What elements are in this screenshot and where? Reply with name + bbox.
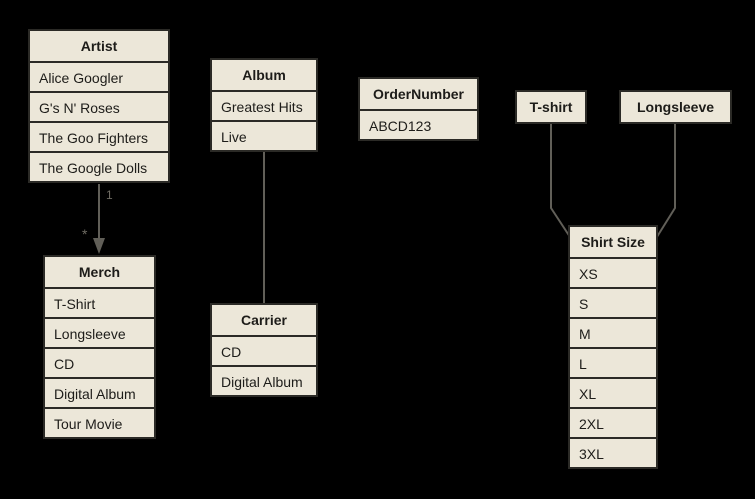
entity-artist-row[interactable]: Alice Googler xyxy=(30,61,168,91)
entity-ordernumber-header: OrderNumber xyxy=(360,79,477,109)
connector-tshirt-shirtsize xyxy=(550,120,573,241)
arrowhead-artist-merch xyxy=(93,238,105,254)
entity-longsleeve-header: Longsleeve xyxy=(621,92,730,122)
entity-carrier-row[interactable]: CD xyxy=(212,335,316,365)
entity-shirtsize-row[interactable]: 2XL xyxy=(570,407,656,437)
entity-tshirt[interactable]: T-shirt xyxy=(515,90,587,124)
entity-shirtsize-row[interactable]: L xyxy=(570,347,656,377)
edge-label-many: * xyxy=(82,226,88,242)
entity-merch-row[interactable]: Longsleeve xyxy=(45,317,154,347)
entity-merch-row[interactable]: Tour Movie xyxy=(45,407,154,437)
entity-album-row[interactable]: Live xyxy=(212,120,316,150)
entity-album-row[interactable]: Greatest Hits xyxy=(212,90,316,120)
entity-artist-row[interactable]: The Google Dolls xyxy=(30,151,168,181)
entity-artist-header: Artist xyxy=(30,31,168,61)
entity-artist[interactable]: Artist Alice Googler G's N' Roses The Go… xyxy=(28,29,170,183)
entity-merch-row[interactable]: CD xyxy=(45,347,154,377)
entity-carrier-header: Carrier xyxy=(212,305,316,335)
entity-album-header: Album xyxy=(212,60,316,90)
entity-tshirt-header: T-shirt xyxy=(517,92,585,122)
entity-artist-row[interactable]: G's N' Roses xyxy=(30,91,168,121)
entity-merch-row[interactable]: T-Shirt xyxy=(45,287,154,317)
entity-ordernumber[interactable]: OrderNumber ABCD123 xyxy=(358,77,479,141)
entity-carrier[interactable]: Carrier CD Digital Album xyxy=(210,303,318,397)
entity-carrier-row[interactable]: Digital Album xyxy=(212,365,316,395)
entity-ordernumber-row[interactable]: ABCD123 xyxy=(360,109,477,139)
entity-shirtsize-row[interactable]: 3XL xyxy=(570,437,656,467)
entity-merch-row[interactable]: Digital Album xyxy=(45,377,154,407)
edge-label-one: 1 xyxy=(106,188,113,202)
entity-longsleeve[interactable]: Longsleeve xyxy=(619,90,732,124)
entity-artist-row[interactable]: The Goo Fighters xyxy=(30,121,168,151)
entity-shirtsize-row[interactable]: XL xyxy=(570,377,656,407)
entity-shirtsize[interactable]: Shirt Size XS S M L XL 2XL 3XL xyxy=(568,225,658,469)
entity-merch[interactable]: Merch T-Shirt Longsleeve CD Digital Albu… xyxy=(43,255,156,439)
entity-shirtsize-header: Shirt Size xyxy=(570,227,656,257)
entity-album[interactable]: Album Greatest Hits Live xyxy=(210,58,318,152)
entity-merch-header: Merch xyxy=(45,257,154,287)
connector-longsleeve-shirtsize xyxy=(654,120,676,241)
entity-shirtsize-row[interactable]: S xyxy=(570,287,656,317)
entity-shirtsize-row[interactable]: M xyxy=(570,317,656,347)
entity-shirtsize-row[interactable]: XS xyxy=(570,257,656,287)
